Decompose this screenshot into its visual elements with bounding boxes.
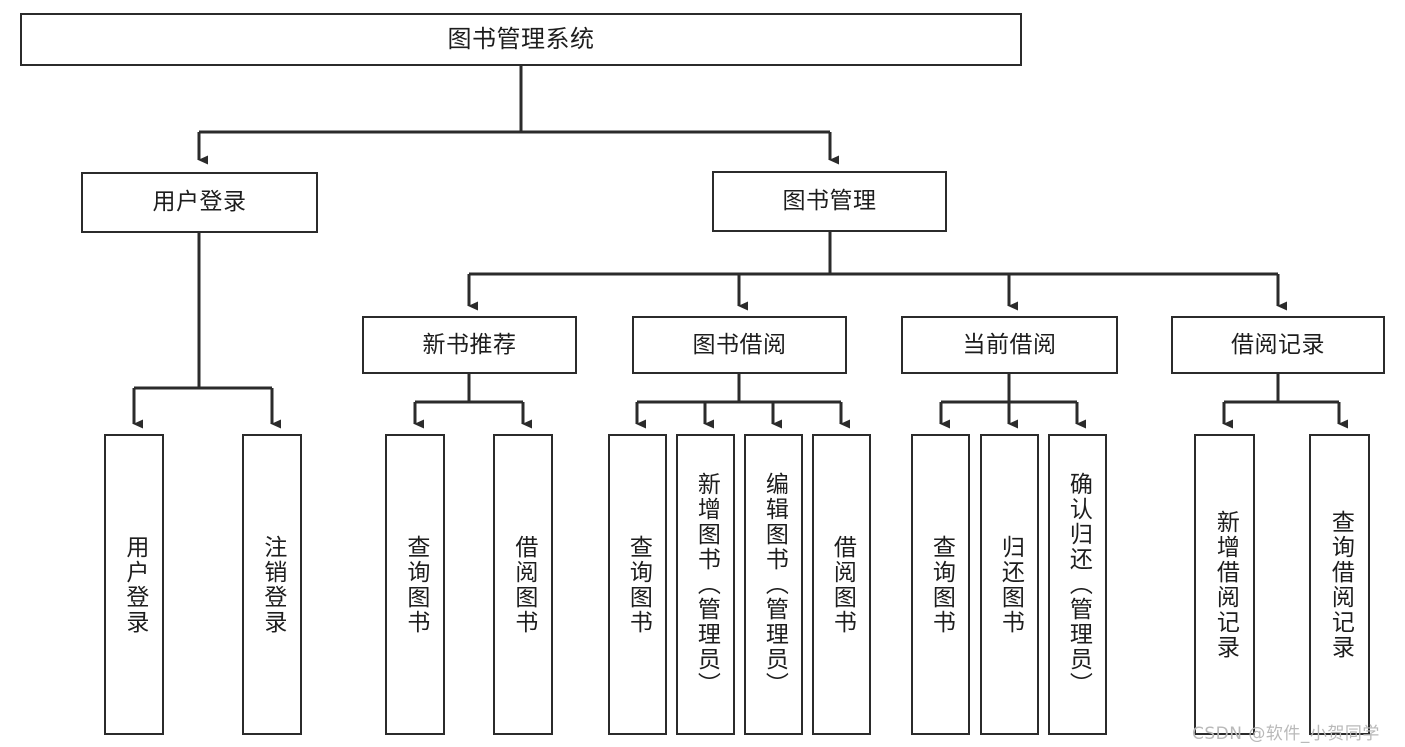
node-book-borrow-label: 图书借阅 bbox=[692, 331, 787, 358]
node-book-borrow[interactable]: 图书借阅 bbox=[632, 316, 847, 374]
leaf-borrow-book-1[interactable]: 借阅图书 bbox=[493, 434, 553, 735]
leaf-logout-label: 注销登录 bbox=[259, 534, 286, 635]
node-book-management-label: 图书管理 bbox=[782, 188, 877, 215]
node-root-label: 图书管理系统 bbox=[447, 24, 595, 53]
node-new-book-recommend[interactable]: 新书推荐 bbox=[362, 316, 577, 374]
node-book-management[interactable]: 图书管理 bbox=[712, 171, 947, 232]
leaf-query-book-2-label: 查询图书 bbox=[625, 534, 652, 635]
node-current-borrow-label: 当前借阅 bbox=[962, 331, 1057, 358]
leaf-edit-book[interactable]: 编辑图书（管理员） bbox=[744, 434, 803, 735]
leaf-borrow-book-2[interactable]: 借阅图书 bbox=[812, 434, 871, 735]
leaf-user-login-label: 用户登录 bbox=[121, 534, 148, 635]
node-borrow-record[interactable]: 借阅记录 bbox=[1171, 316, 1385, 374]
node-new-book-recommend-label: 新书推荐 bbox=[422, 331, 517, 358]
leaf-confirm-return[interactable]: 确认归还（管理员） bbox=[1048, 434, 1107, 735]
leaf-confirm-return-label: 确认归还（管理员） bbox=[1065, 472, 1092, 697]
leaf-borrow-book-1-label: 借阅图书 bbox=[510, 534, 537, 635]
leaf-query-book-1-label: 查询图书 bbox=[402, 534, 429, 635]
node-user-login-label: 用户登录 bbox=[152, 189, 247, 216]
leaf-add-record[interactable]: 新增借阅记录 bbox=[1194, 434, 1255, 735]
leaf-edit-book-label: 编辑图书（管理员） bbox=[761, 472, 788, 697]
leaf-query-book-3[interactable]: 查询图书 bbox=[911, 434, 970, 735]
leaf-query-record-label: 查询借阅记录 bbox=[1327, 509, 1354, 660]
leaf-return-book-label: 归还图书 bbox=[997, 534, 1024, 635]
node-current-borrow[interactable]: 当前借阅 bbox=[901, 316, 1118, 374]
csdn-watermark: CSDN @软件_小贺同学 bbox=[1192, 724, 1380, 744]
leaf-query-record[interactable]: 查询借阅记录 bbox=[1309, 434, 1370, 735]
leaf-user-login[interactable]: 用户登录 bbox=[104, 434, 164, 735]
leaf-query-book-3-label: 查询图书 bbox=[928, 534, 955, 635]
leaf-query-book-2[interactable]: 查询图书 bbox=[608, 434, 667, 735]
leaf-add-book-label: 新增图书（管理员） bbox=[693, 472, 720, 697]
leaf-return-book[interactable]: 归还图书 bbox=[980, 434, 1039, 735]
node-root[interactable]: 图书管理系统 bbox=[20, 13, 1022, 66]
leaf-query-book-1[interactable]: 查询图书 bbox=[385, 434, 445, 735]
leaf-add-record-label: 新增借阅记录 bbox=[1212, 509, 1239, 660]
leaf-logout[interactable]: 注销登录 bbox=[242, 434, 302, 735]
leaf-add-book[interactable]: 新增图书（管理员） bbox=[676, 434, 735, 735]
node-borrow-record-label: 借阅记录 bbox=[1231, 331, 1325, 358]
node-user-login[interactable]: 用户登录 bbox=[81, 172, 318, 233]
leaf-borrow-book-2-label: 借阅图书 bbox=[829, 534, 856, 635]
